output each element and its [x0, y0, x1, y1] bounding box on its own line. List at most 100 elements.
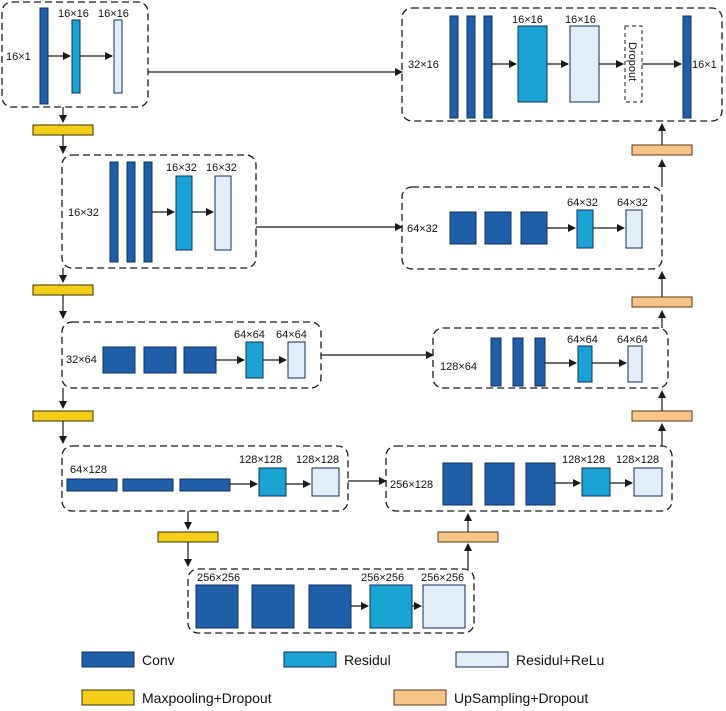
residual-layer	[577, 345, 593, 383]
maxpool-dropout-3	[32, 410, 94, 422]
residual-layer	[576, 209, 594, 249]
relu-size-label: 16×16	[565, 14, 596, 26]
input-size-label: 256×128	[390, 479, 433, 491]
input-size-label: 16×1	[6, 51, 31, 63]
conv-layer	[183, 346, 217, 374]
conv-layer	[484, 211, 512, 245]
conv-layer	[442, 462, 473, 506]
residual-layer	[245, 341, 264, 379]
legend-upsampling-label: UpSampling+Dropout	[454, 690, 588, 706]
conv-layer	[195, 584, 239, 629]
residual-layer	[175, 175, 193, 251]
residual-relu-layer	[569, 25, 600, 103]
conv-layer	[525, 462, 556, 506]
residual-size-label: 16×16	[58, 8, 89, 20]
relu-size-label: 64×64	[276, 329, 307, 341]
decoder-block-4: 256×128 128×128 128×128	[385, 445, 673, 512]
conv-layer	[449, 15, 459, 119]
legend-conv-label: Conv	[142, 652, 175, 668]
relu-size-label: 64×64	[617, 334, 648, 346]
conv-layer	[143, 161, 153, 263]
residual-size-label: 128×128	[239, 454, 282, 466]
residual-size-label: 64×64	[567, 334, 598, 346]
legend-maxpool-label: Maxpooling+Dropout	[142, 690, 272, 706]
conv-layer	[122, 478, 174, 492]
input-size-label: 64×32	[407, 223, 438, 235]
residual-relu-layer	[422, 584, 466, 629]
residual-size-label: 64×64	[234, 329, 265, 341]
legend-residul-relu-swatch	[455, 651, 509, 668]
relu-size-label: 16×16	[98, 8, 129, 20]
input-size-label: 16×32	[68, 207, 99, 219]
relu-size-label: 128×128	[296, 454, 339, 466]
legend-upsampling-swatch	[393, 689, 447, 706]
conv-layer	[109, 161, 119, 263]
legend: Conv Residul Residul+ReLu Maxpooling+Dro…	[81, 651, 604, 706]
residual-layer	[71, 19, 81, 94]
legend-residul-swatch	[283, 651, 337, 668]
input-size-label: 64×128	[70, 464, 107, 476]
legend-maxpool-swatch	[81, 689, 135, 706]
encoder-block-4: 64×128 128×128 128×128	[61, 445, 349, 512]
maxpool-dropout-1	[32, 124, 94, 136]
decoder-block-1: Dropout 32×16 16×16 16×16 16×1	[401, 7, 723, 122]
residual-relu-layer	[633, 467, 663, 497]
encoder-block-3: 32×64 64×64 64×64	[61, 321, 322, 389]
encoder-block-2: 16×32 16×32 16×32	[61, 154, 257, 269]
conv-layer	[179, 478, 231, 492]
conv-layer	[66, 478, 118, 492]
residual-size-label: 256×256	[361, 572, 404, 584]
decoder-block-2: 64×32 64×32 64×32	[401, 186, 663, 270]
legend-residul-label: Residul	[344, 652, 391, 668]
residual-relu-layer	[214, 175, 232, 251]
residual-layer	[258, 467, 287, 497]
residual-layer	[581, 467, 611, 497]
residual-size-label: 64×32	[567, 197, 598, 209]
residual-layer	[517, 25, 548, 103]
upsampling-dropout-4	[437, 531, 499, 543]
residual-layer	[369, 584, 413, 629]
conv-layer	[534, 337, 546, 387]
conv-layer	[466, 15, 476, 119]
upsampling-dropout-3	[631, 410, 693, 422]
upsampling-dropout-1	[631, 144, 693, 156]
upsampling-dropout-2	[631, 296, 693, 308]
maxpool-dropout-2	[32, 284, 94, 296]
bottleneck-block: 256×256 256×256 256×256	[187, 568, 475, 634]
conv-layer	[682, 15, 692, 119]
maxpool-dropout-4	[157, 531, 219, 543]
encoder-block-1: 16×1 16×16 16×16	[1, 1, 149, 108]
residual-size-label: 16×16	[512, 14, 543, 26]
residual-size-label: 128×128	[562, 454, 605, 466]
input-size-label: 128×64	[440, 361, 477, 373]
conv-layer	[449, 211, 477, 245]
conv-layer	[490, 337, 502, 387]
residual-size-label: 16×32	[166, 162, 197, 174]
residual-relu-layer	[311, 467, 340, 497]
dropout-label: Dropout	[626, 42, 638, 81]
output-size-label: 16×1	[692, 59, 717, 71]
conv-layer	[512, 337, 524, 387]
residual-relu-layer	[287, 341, 306, 379]
conv-layer	[143, 346, 177, 374]
input-size-label: 32×16	[408, 59, 439, 71]
residual-relu-layer	[113, 19, 123, 94]
relu-size-label: 64×32	[617, 197, 648, 209]
conv-layer	[484, 462, 515, 506]
conv-layer	[308, 584, 352, 629]
conv-layer	[102, 346, 136, 374]
input-size-label: 32×64	[66, 354, 97, 366]
relu-size-label: 256×256	[421, 572, 464, 584]
relu-size-label: 16×32	[206, 162, 237, 174]
residual-relu-layer	[625, 209, 643, 249]
decoder-block-3: 128×64 64×64 64×64	[432, 327, 669, 389]
relu-size-label: 128×128	[616, 454, 659, 466]
conv-layer	[520, 211, 548, 245]
residual-relu-layer	[627, 345, 643, 383]
conv-layer	[126, 161, 136, 263]
legend-residul-relu-label: Residul+ReLu	[516, 652, 604, 668]
conv-layer	[251, 584, 295, 629]
legend-conv-swatch	[81, 651, 135, 668]
conv-layer	[483, 15, 493, 119]
